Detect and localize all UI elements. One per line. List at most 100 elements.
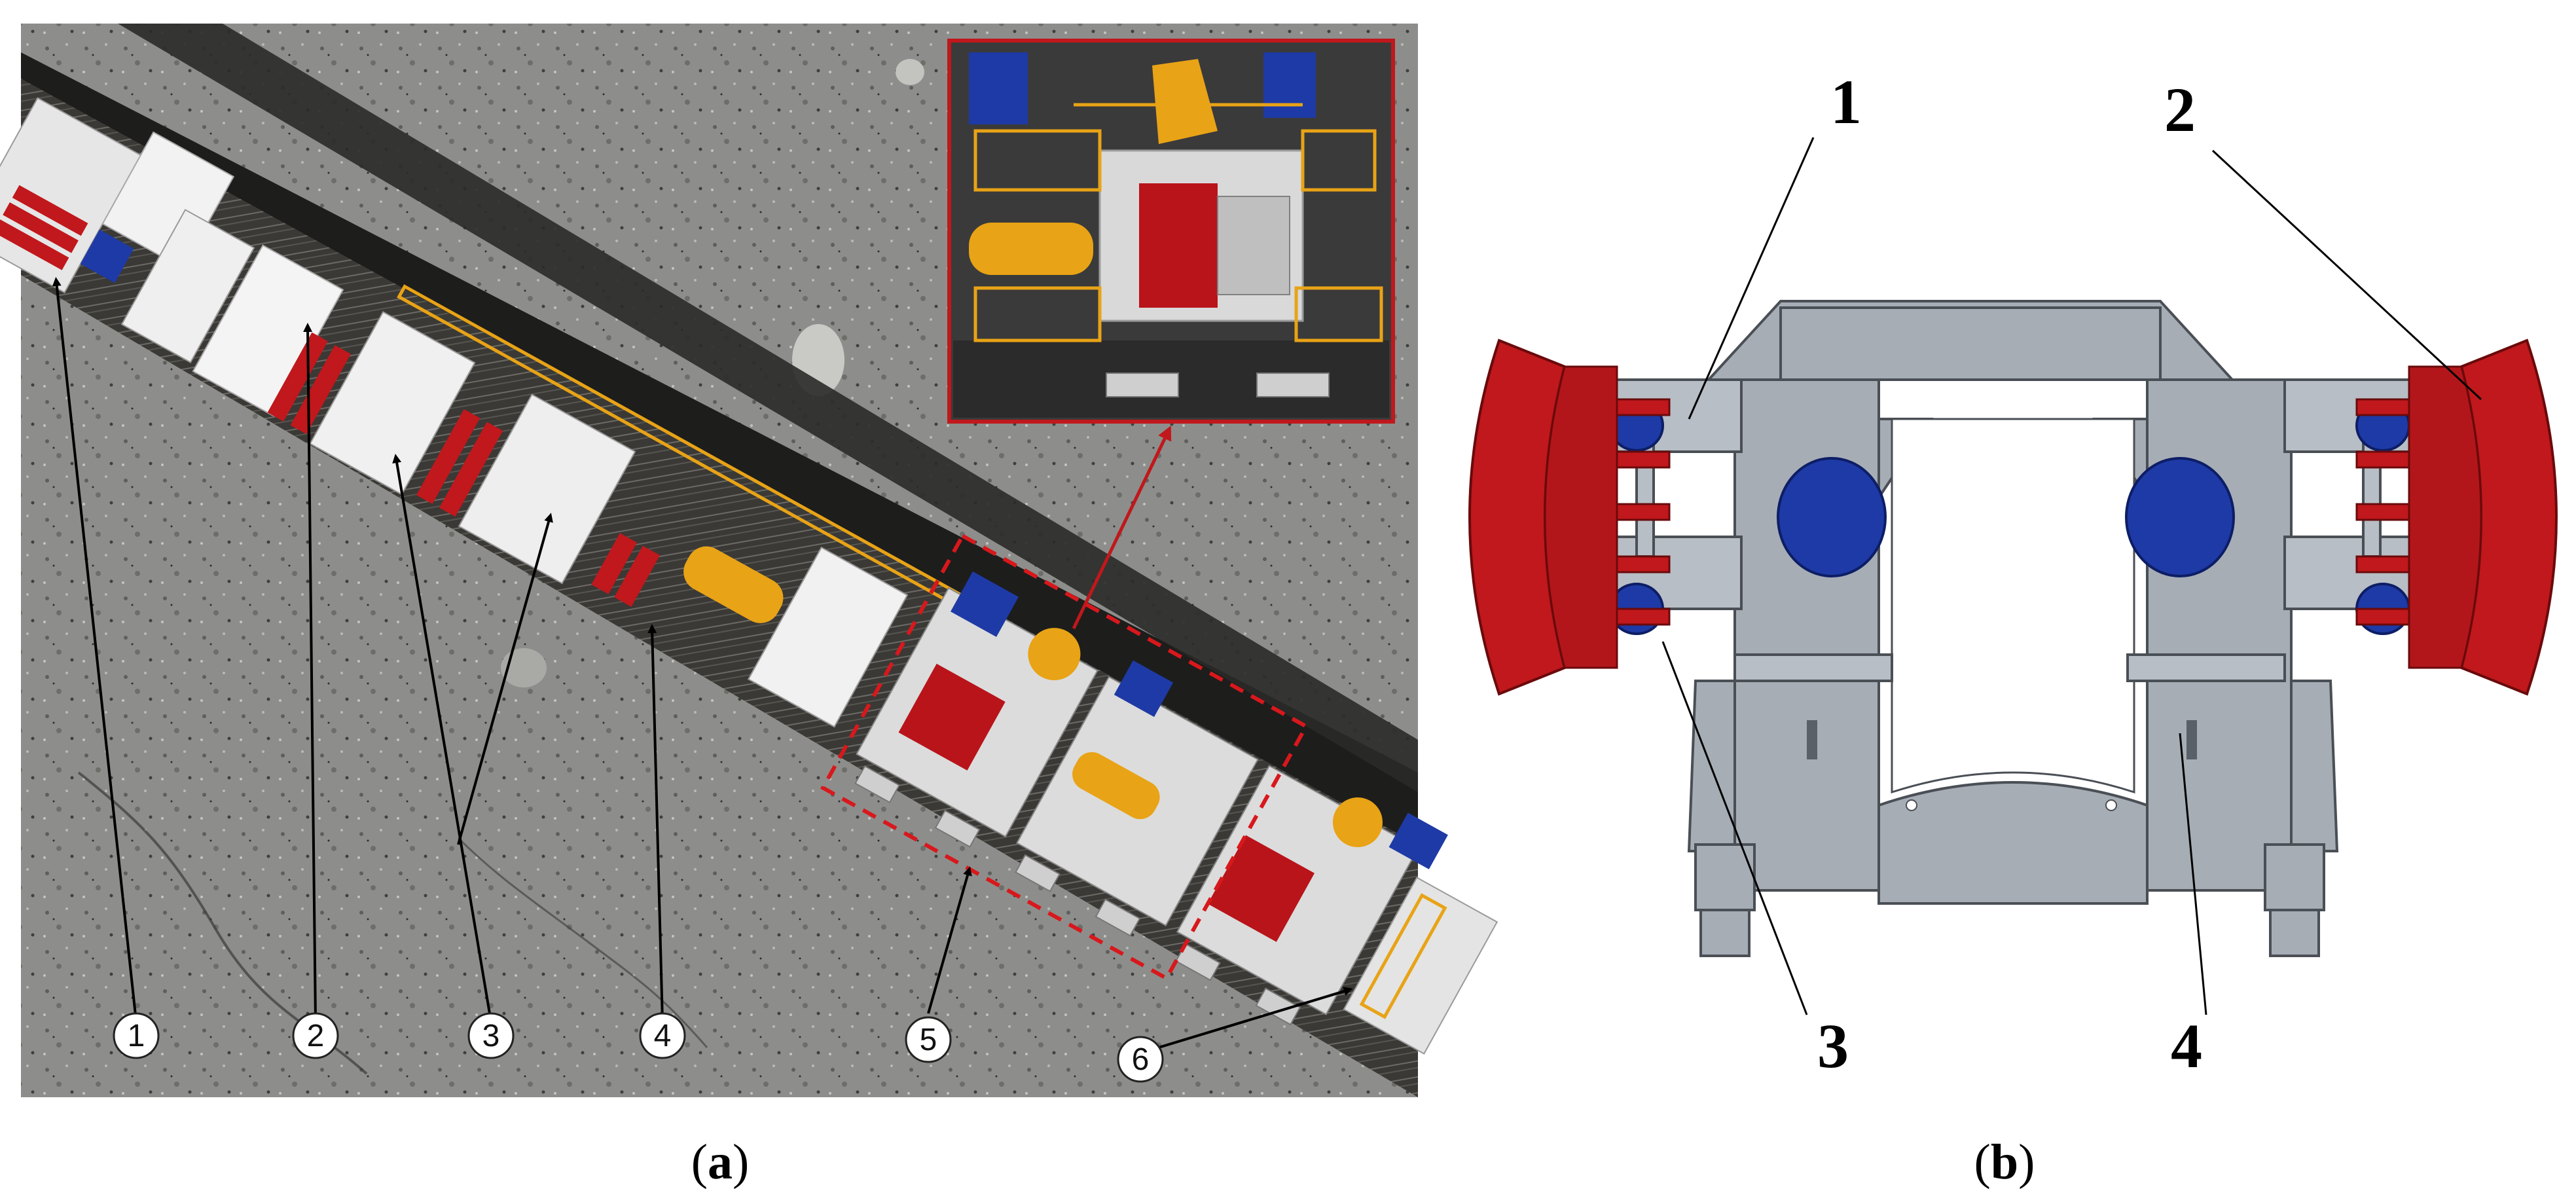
red-support <box>591 533 638 594</box>
wheel-row <box>854 765 1301 1026</box>
bottom-base <box>1878 781 2149 905</box>
hinge-large <box>2125 457 2235 577</box>
red-support <box>439 422 503 517</box>
wheel-bracket <box>2264 843 2325 911</box>
left-red-shoe-inner <box>1544 365 1618 669</box>
callout-circle <box>113 1012 160 1059</box>
right-pillar <box>2146 378 2293 892</box>
label-2: 2 <box>2164 75 2196 145</box>
panel-b: 1 2 3 4 (b) <box>1468 67 2558 1190</box>
red-support <box>416 409 481 504</box>
red-support <box>267 332 328 422</box>
label-1: 1 <box>1830 67 1862 137</box>
blue-box <box>1388 812 1448 869</box>
red-shield-1 <box>0 219 69 270</box>
caption-a: (a) <box>691 1135 750 1190</box>
caption-letter: b <box>1991 1135 2018 1190</box>
callout-circle <box>1117 1036 1164 1083</box>
yellow-tank <box>1152 59 1218 144</box>
orange-cylinder <box>969 223 1093 275</box>
blue-box <box>1263 52 1316 118</box>
red-box <box>898 663 1006 771</box>
callout-label: 4 <box>654 1019 672 1053</box>
white-frame <box>120 209 255 363</box>
rock-stone <box>896 59 924 85</box>
white-frame <box>458 393 636 585</box>
bolt-hole <box>1906 799 1917 811</box>
lower-leg-left <box>1687 680 1736 852</box>
panel-a: 1 2 3 4 5 6 (a) <box>0 24 1498 1190</box>
blue-box <box>969 52 1028 124</box>
lower-plate <box>1733 653 1893 682</box>
label-3: 3 <box>1817 1011 1849 1081</box>
tunnel-roof-edge <box>118 24 1418 792</box>
label-leaders <box>1661 137 2482 1015</box>
inset-zoom <box>947 39 1395 424</box>
yellow-tank <box>1332 797 1383 848</box>
lower-leg-right <box>2290 680 2339 852</box>
leader-line <box>1661 641 1808 1015</box>
blue-box <box>951 571 1019 637</box>
center-opening <box>1891 418 2135 794</box>
leader-line <box>392 454 492 1022</box>
gray-cylinders <box>1217 196 1290 295</box>
callout-circle <box>292 1012 339 1059</box>
leader-line <box>1158 987 1353 1049</box>
wheel <box>2269 909 2320 957</box>
callout-leaders <box>52 277 1353 1049</box>
callout-label: 3 <box>482 1019 500 1053</box>
leader-line <box>457 513 553 845</box>
caption-b: (b) <box>1974 1135 2035 1190</box>
callout-label: 6 <box>1132 1042 1150 1077</box>
lower-plate <box>2126 653 2286 682</box>
caption-letter: a <box>708 1135 733 1190</box>
callout-circle <box>639 1012 686 1059</box>
red-shield-1 <box>12 185 88 236</box>
yellow-tank <box>1028 628 1081 681</box>
label-4: 4 <box>2171 1011 2202 1081</box>
red-support <box>290 345 351 435</box>
leader-line <box>2211 149 2482 401</box>
roadheader-assembly <box>0 97 1498 1055</box>
callout-circle <box>467 1012 515 1059</box>
callout-circle <box>905 1016 952 1063</box>
wheel-row <box>1106 373 1330 397</box>
white-frame <box>747 546 909 728</box>
highlight-box <box>820 533 1309 981</box>
left-pillar <box>1733 378 1880 892</box>
red-shield-1 <box>3 202 79 253</box>
inset-pointer-arrow <box>1072 426 1172 630</box>
blue-box <box>1114 660 1174 718</box>
leader-line <box>927 866 972 1014</box>
yellow-ladder <box>1359 893 1447 1019</box>
callout-label: 2 <box>307 1019 325 1053</box>
red-box <box>1207 835 1315 942</box>
callout-label: 5 <box>920 1023 937 1057</box>
leader-line <box>647 624 664 1022</box>
caption-close: ) <box>733 1135 749 1190</box>
hinge-large <box>1777 457 1887 577</box>
leader-line <box>2179 733 2207 1015</box>
wheel <box>1699 909 1751 957</box>
slot <box>2186 720 2197 759</box>
slot <box>1807 720 1817 759</box>
white-frame <box>309 311 476 496</box>
leader-line <box>1688 137 1815 420</box>
orange-cylinder <box>1072 752 1160 820</box>
bolt-hole <box>2105 799 2117 811</box>
orange-cylinder <box>683 546 784 623</box>
red-box <box>1139 183 1218 308</box>
blue-box <box>80 229 134 283</box>
rock-crack <box>457 837 708 1048</box>
leader-line <box>52 277 137 1022</box>
top-beam <box>1779 306 2162 381</box>
tail-unit <box>1343 877 1498 1055</box>
rock-stone <box>501 648 547 687</box>
leader-line <box>303 323 317 1022</box>
caption-open: ( <box>1974 1135 1991 1190</box>
callout-markers: 1 2 3 4 5 6 <box>113 1012 1164 1083</box>
right-red-shoe-inner <box>2408 365 2482 669</box>
caption-close: ) <box>2018 1135 2035 1190</box>
caption-open: ( <box>691 1135 708 1190</box>
